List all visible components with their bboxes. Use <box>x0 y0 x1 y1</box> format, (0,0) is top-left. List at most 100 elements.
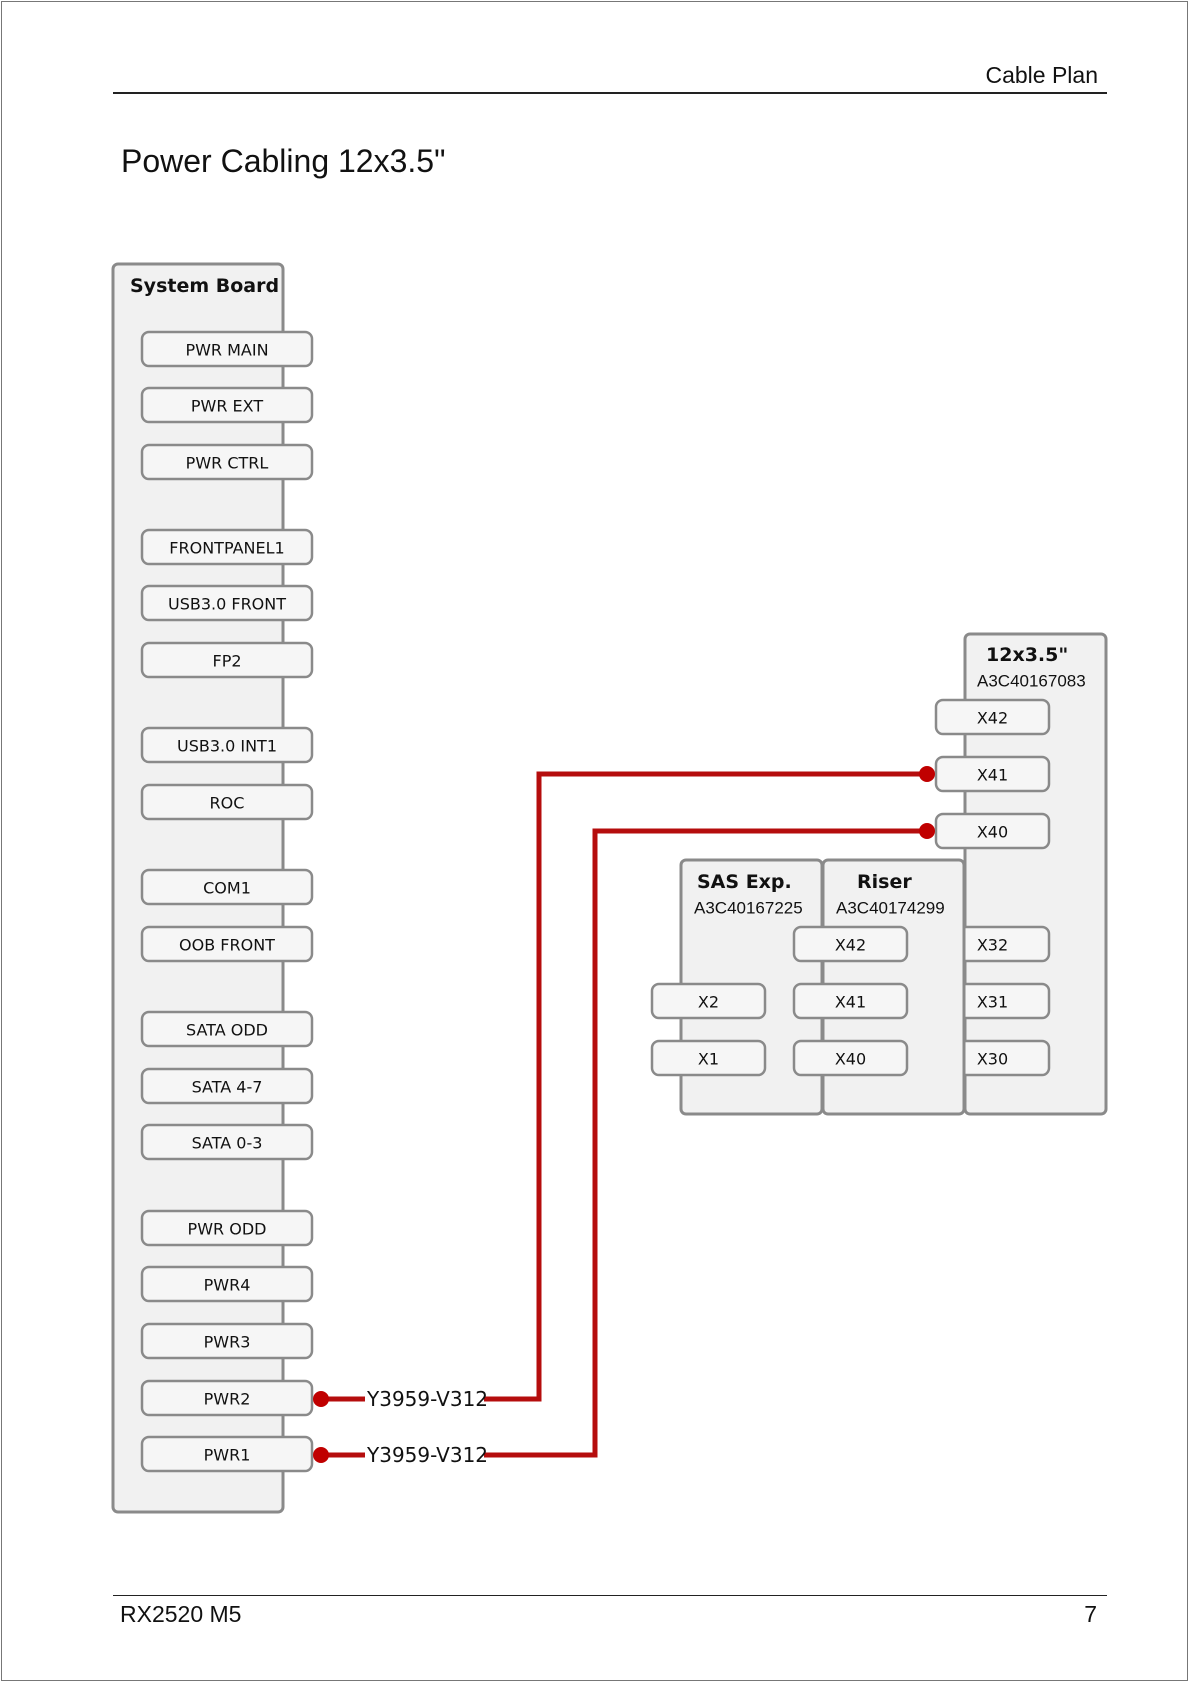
connector-label: X1 <box>698 1050 719 1069</box>
connector-label: SATA 4-7 <box>192 1078 263 1097</box>
system-board-connector-pwr-ctrl: PWR CTRL <box>140 443 314 481</box>
connector-label: X42 <box>835 936 866 955</box>
connector-label: PWR1 <box>204 1446 251 1465</box>
connector-label: FP2 <box>212 652 241 671</box>
connector-label: ROC <box>210 794 245 813</box>
system-board-connector-pwr-main: PWR MAIN <box>140 330 314 368</box>
connector-label: X30 <box>977 1050 1008 1069</box>
connector-label: X42 <box>977 709 1008 728</box>
system-board-connector-pwr2: PWR2 <box>140 1379 314 1417</box>
cable-1-start-dot <box>313 1391 329 1407</box>
riser-connector-x42: X42 <box>792 925 909 963</box>
backplane-connector-x42: X42 <box>934 698 1051 736</box>
sas-expander-part-number: A3C40167225 <box>694 899 803 918</box>
connector-box <box>140 1265 314 1303</box>
connector-label: X2 <box>698 993 719 1012</box>
system-board-connector-oob-front: OOB FRONT <box>140 925 314 963</box>
header-rule <box>113 92 1107 94</box>
riser-connector-x40: X40 <box>792 1039 909 1077</box>
connector-box <box>140 1209 314 1247</box>
connector-label: PWR2 <box>204 1390 251 1409</box>
system-board-connector-sata-0-3: SATA 0-3 <box>140 1123 314 1161</box>
connector-label: X41 <box>977 766 1008 785</box>
connector-label: COM1 <box>203 879 251 898</box>
footer-page-number: 7 <box>1084 1601 1097 1627</box>
footer-rule <box>113 1595 1107 1596</box>
connector-label: PWR EXT <box>191 397 263 416</box>
connector-box <box>140 443 314 481</box>
connector-label: FRONTPANEL1 <box>169 539 284 558</box>
connector-label: X32 <box>977 936 1008 955</box>
connector-label: X40 <box>977 823 1008 842</box>
cable-1-label: Y3959-V312 <box>366 1387 488 1411</box>
connector-label: SATA ODD <box>186 1021 268 1040</box>
system-board-connector-frontpanel1: FRONTPANEL1 <box>140 528 314 566</box>
connector-box <box>792 925 909 963</box>
cable-2-start-dot <box>313 1447 329 1463</box>
cable-2-route <box>484 828 927 1458</box>
connector-box <box>140 528 314 566</box>
system-board-connector-pwr1: PWR1 <box>140 1435 314 1473</box>
system-board-connector-sata-4-7: SATA 4-7 <box>140 1067 314 1105</box>
connector-box <box>140 641 314 679</box>
cable-2-end-dot <box>919 823 935 839</box>
system-board-connector-roc: ROC <box>140 783 314 821</box>
system-board-title: System Board <box>130 275 279 297</box>
page-title: Power Cabling 12x3.5" <box>121 143 446 179</box>
connector-label: USB3.0 INT1 <box>177 737 277 756</box>
backplane-connector-x41: X41 <box>934 755 1051 793</box>
connector-label: PWR4 <box>204 1276 251 1295</box>
cable-2: Y3959-V312 <box>313 823 935 1467</box>
header-title: Cable Plan <box>985 62 1098 88</box>
connector-label: X41 <box>835 993 866 1012</box>
riser-title: Riser <box>857 871 912 893</box>
sas-expander-title: SAS Exp. <box>697 871 792 893</box>
connector-box <box>140 1322 314 1360</box>
connector-box <box>140 584 314 622</box>
connector-label: SATA 0-3 <box>192 1134 263 1153</box>
backplane-part-number: A3C40167083 <box>977 672 1086 691</box>
sas-expander-connector-x1: X1 <box>650 1039 767 1077</box>
cable-2-label: Y3959-V312 <box>366 1443 488 1467</box>
system-board-connector-pwr3: PWR3 <box>140 1322 314 1360</box>
connector-box <box>140 1435 314 1473</box>
connector-box <box>140 925 314 963</box>
connector-label: PWR MAIN <box>185 341 268 360</box>
connector-label: PWR CTRL <box>186 454 269 473</box>
backplane-connector-x40: X40 <box>934 812 1051 850</box>
connector-box <box>650 1039 767 1077</box>
connector-box <box>140 1123 314 1161</box>
system-board-connector-pwr-odd: PWR ODD <box>140 1209 314 1247</box>
sas-expander-connector-x2: X2 <box>650 982 767 1020</box>
connector-box <box>934 698 1051 736</box>
connector-label: OOB FRONT <box>179 936 275 955</box>
backplane-title: 12x3.5" <box>986 644 1068 666</box>
riser-connector-x41: X41 <box>792 982 909 1020</box>
connector-label: PWR ODD <box>188 1220 267 1239</box>
connector-box <box>792 1039 909 1077</box>
connector-box <box>140 330 314 368</box>
cable-1: Y3959-V312 <box>313 766 935 1411</box>
system-board-connector-usb3-0-front: USB3.0 FRONT <box>140 584 314 622</box>
system-board-connector-pwr-ext: PWR EXT <box>140 386 314 424</box>
connector-box <box>792 982 909 1020</box>
connector-label: X40 <box>835 1050 866 1069</box>
riser-part-number: A3C40174299 <box>836 899 945 918</box>
connector-label: X31 <box>977 993 1008 1012</box>
connector-box <box>140 868 314 906</box>
connector-box <box>650 982 767 1020</box>
connector-box <box>140 726 314 764</box>
system-board-connector-com1: COM1 <box>140 868 314 906</box>
connector-box <box>140 783 314 821</box>
system-board-connector-sata-odd: SATA ODD <box>140 1010 314 1048</box>
connector-box <box>140 1067 314 1105</box>
connector-label: PWR3 <box>204 1333 251 1352</box>
system-board-connector-fp2: FP2 <box>140 641 314 679</box>
connector-box <box>140 386 314 424</box>
system-board-connector-pwr4: PWR4 <box>140 1265 314 1303</box>
connector-box <box>140 1010 314 1048</box>
